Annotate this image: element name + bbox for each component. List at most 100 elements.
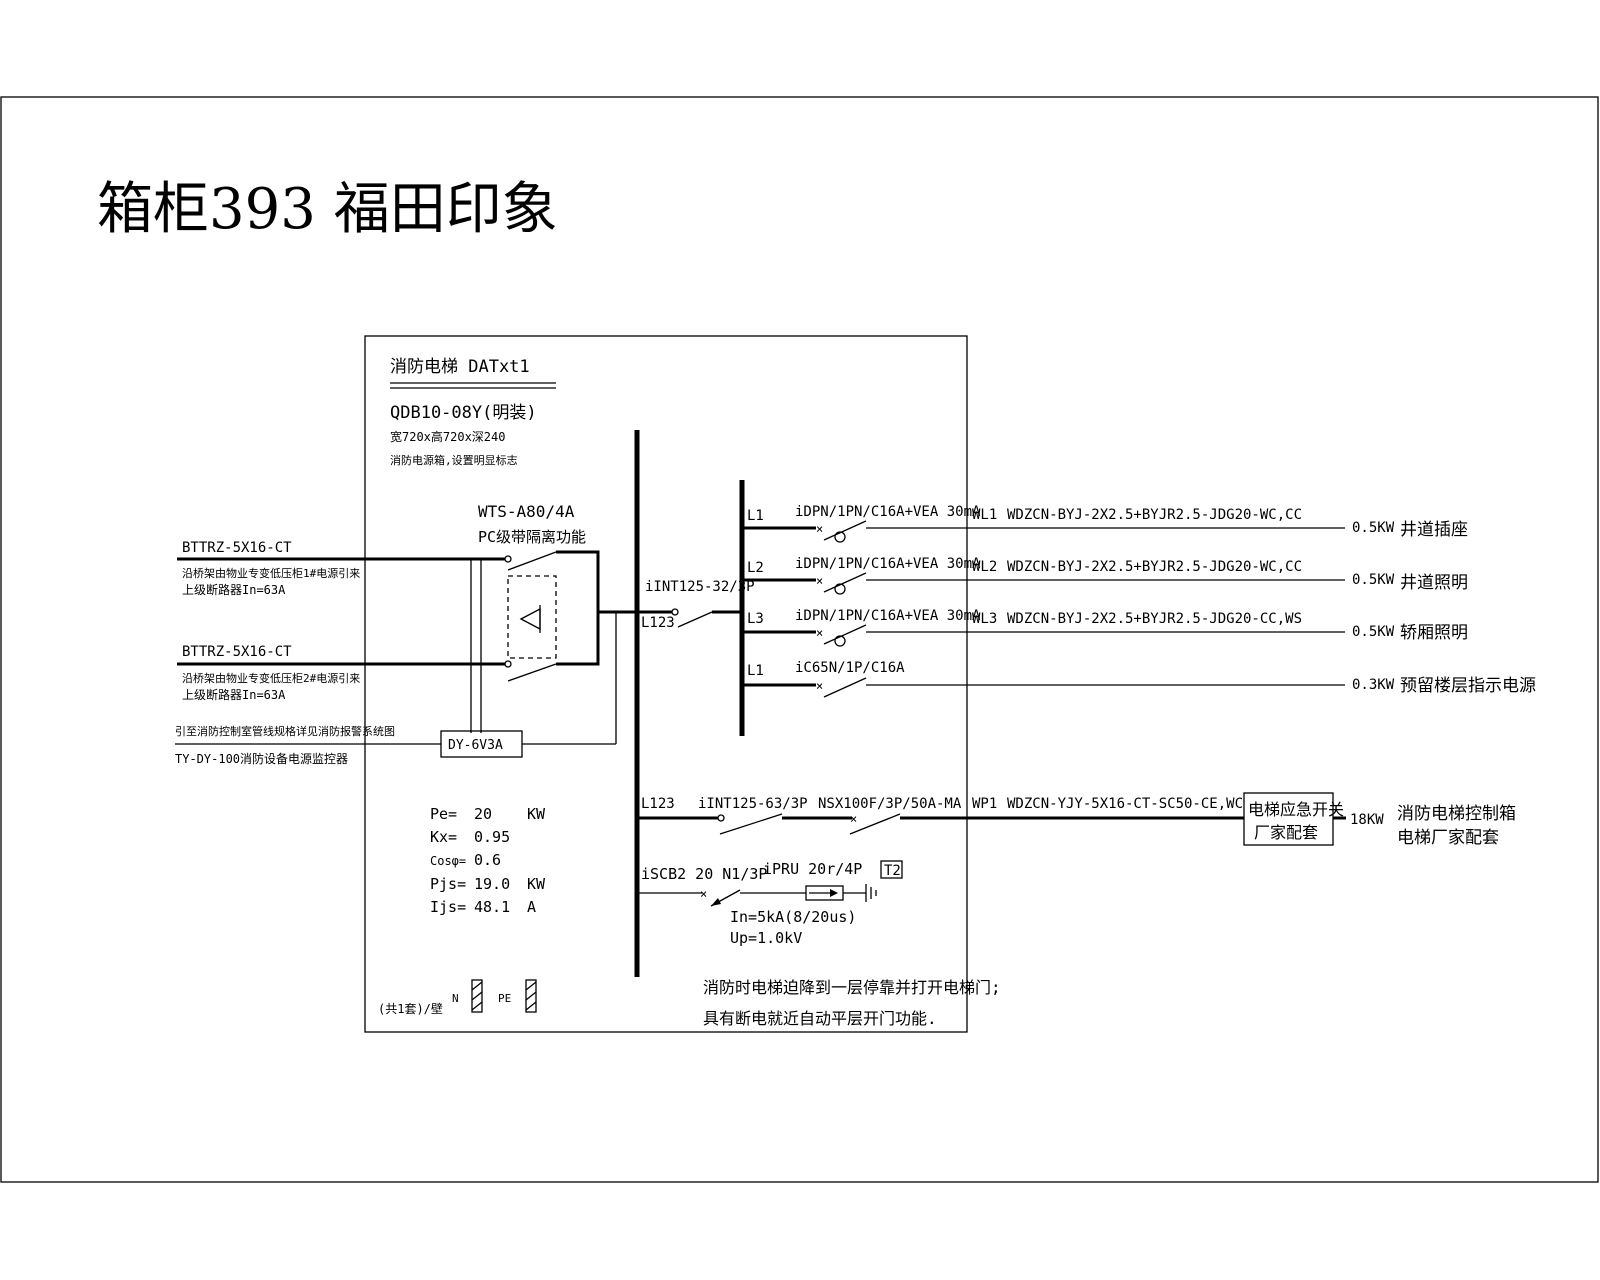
pe-hatch-1 [525, 981, 537, 991]
param-2-label: Kx= [430, 828, 457, 846]
panel-size: 宽720x高720x深240 [390, 429, 505, 444]
footer-n: N [452, 992, 459, 1005]
monitor-module: DY-6V3A [448, 738, 503, 753]
branch-2-load: 0.5KW [1352, 572, 1395, 588]
branch-3-phase: L3 [747, 611, 764, 627]
feeder-x-icon: × [850, 812, 857, 826]
param-4-unit: KW [527, 875, 546, 893]
incoming-1-desc1: 沿桥架由物业专变低压柜1#电源引来 [182, 566, 360, 580]
branch-4-phase: L1 [747, 663, 764, 679]
emergency-switch-label2: 厂家配套 [1254, 823, 1318, 842]
branch-1-blade [823, 520, 867, 541]
branch-3-circuit: WL3 [972, 611, 997, 627]
feeder-phase: L123 [641, 796, 675, 812]
branch-1-circuit: WL1 [972, 507, 997, 523]
param-3-label: Cosφ= [430, 854, 466, 868]
param-5-value: 48.1 [474, 898, 510, 916]
branch-4-load: 0.3KW [1352, 677, 1395, 693]
spd-breaker: iSCB2 20 N1/3P [641, 865, 767, 883]
note-2: 具有断电就近自动平层开门功能. [703, 1009, 937, 1028]
spd-up-rating: Up=1.0kV [730, 929, 802, 947]
branch-2-breaker: iDPN/1PN/C16A+VEA 30mA [795, 556, 981, 572]
branch-4-x-icon: × [816, 679, 823, 693]
feeder-switch-blade [719, 813, 783, 835]
monitor-desc1: 引至消防控制室管线规格详见消防报警系统图 [175, 724, 395, 738]
feeder-switch: iINT125-63/3P [698, 796, 808, 812]
param-5-label: Ijs= [430, 898, 466, 916]
branch-2-cable: WDZCN-BYJ-2X2.5+BYJR2.5-JDG20-WC,CC [1007, 559, 1302, 575]
feeder-load: 18KW [1350, 812, 1384, 828]
feeder-breaker-blade [849, 813, 901, 835]
monitor-module-box [440, 730, 523, 758]
n-hatch-2 [471, 991, 483, 1001]
feeder-breaker: NSX100F/3P/50A-MA [818, 796, 962, 812]
branch-4-name: 预留楼层指示电源 [1400, 676, 1536, 696]
spd-arrow-icon [711, 898, 721, 906]
spd-tag-box [880, 860, 903, 879]
pe-hatch-2 [525, 991, 537, 1001]
spd-x-icon: × [700, 887, 707, 901]
branch-2-name: 井道照明 [1400, 573, 1468, 593]
branch-3-breaker: iDPN/1PN/C16A+VEA 30mA [795, 608, 981, 624]
branch-2-x-icon: × [816, 574, 823, 588]
ats-output-2 [556, 612, 600, 666]
branch-1-breaker: iDPN/1PN/C16A+VEA 30mA [795, 504, 981, 520]
main-breaker-contact [671, 608, 679, 616]
panel-name: 消防电梯 DATxt1 [390, 357, 530, 377]
feeder-name2: 电梯厂家配套 [1397, 828, 1499, 848]
ats-contact-1 [504, 555, 512, 563]
feeder-name1: 消防电梯控制箱 [1397, 804, 1516, 824]
panel-note: 消防电源箱,设置明显标志 [390, 453, 518, 467]
emergency-switch-label1: 电梯应急开关 [1248, 800, 1344, 819]
param-4-label: Pjs= [430, 875, 466, 893]
pe-hatch-3 [525, 1001, 537, 1011]
spd-tag: T2 [884, 863, 901, 879]
main-breaker-blade [677, 611, 713, 628]
n-hatch-1 [471, 981, 483, 991]
branch-4-breaker: iC65N/1P/C16A [795, 660, 905, 676]
incoming-2-cable: BTTRZ-5X16-CT [182, 644, 292, 660]
branch-1-rcd-icon [834, 531, 846, 543]
pe-terminal-icon [525, 979, 537, 1013]
n-hatch-3 [471, 1001, 483, 1011]
branch-4-blade [823, 677, 867, 698]
ats-interlock-box [507, 575, 557, 659]
incoming-2-desc2: 上级断路器In=63A [182, 687, 286, 702]
param-4-value: 19.0 [474, 875, 510, 893]
param-3-value: 0.6 [474, 851, 501, 869]
branch-3-load: 0.5KW [1352, 624, 1395, 640]
ats-contact-2 [504, 660, 512, 668]
branch-2-blade [823, 572, 867, 593]
note-1: 消防时电梯迫降到一层停靠并打开电梯门; [703, 978, 1001, 997]
ats-blade-1 [507, 551, 557, 571]
main-breaker-phase: L123 [641, 615, 675, 631]
footer-qty: (共1套)/壁 [378, 1001, 443, 1016]
monitor-desc2: TY-DY-100消防设备电源监控器 [175, 751, 348, 766]
ats-output-1 [556, 550, 600, 612]
branch-1-load: 0.5KW [1352, 520, 1395, 536]
incoming-1-desc2: 上级断路器In=63A [182, 582, 286, 597]
panel-model: QDB10-08Y(明装) [390, 403, 537, 423]
param-1-unit: KW [527, 805, 546, 823]
branch-3-x-icon: × [816, 626, 823, 640]
param-1-label: Pe= [430, 805, 457, 823]
incoming-1-cable: BTTRZ-5X16-CT [182, 540, 292, 556]
branch-1-phase: L1 [747, 508, 764, 524]
n-terminal-icon [471, 979, 483, 1013]
param-5-unit: A [527, 898, 536, 916]
param-2-value: 0.95 [474, 828, 510, 846]
branch-1-name: 井道插座 [1400, 520, 1468, 540]
panel-boundary [364, 335, 968, 1033]
branch-2-circuit: WL2 [972, 559, 997, 575]
branch-3-blade [823, 624, 867, 645]
drawing-title: 箱柜393 福田印象 [97, 177, 558, 242]
branch-3-cable: WDZCN-BYJ-2X2.5+BYJR2.5-JDG20-CC,WS [1007, 611, 1302, 627]
main-breaker-model: iINT125-32/3P [645, 579, 755, 595]
incoming-2-desc1: 沿桥架由物业专变低压柜2#电源引来 [182, 671, 360, 685]
branch-1-x-icon: × [816, 522, 823, 536]
param-1-value: 20 [474, 805, 492, 823]
spd-device-arrow-icon [830, 889, 838, 897]
feeder-circuit: WP1 [972, 796, 997, 812]
footer-pe: PE [498, 992, 511, 1005]
